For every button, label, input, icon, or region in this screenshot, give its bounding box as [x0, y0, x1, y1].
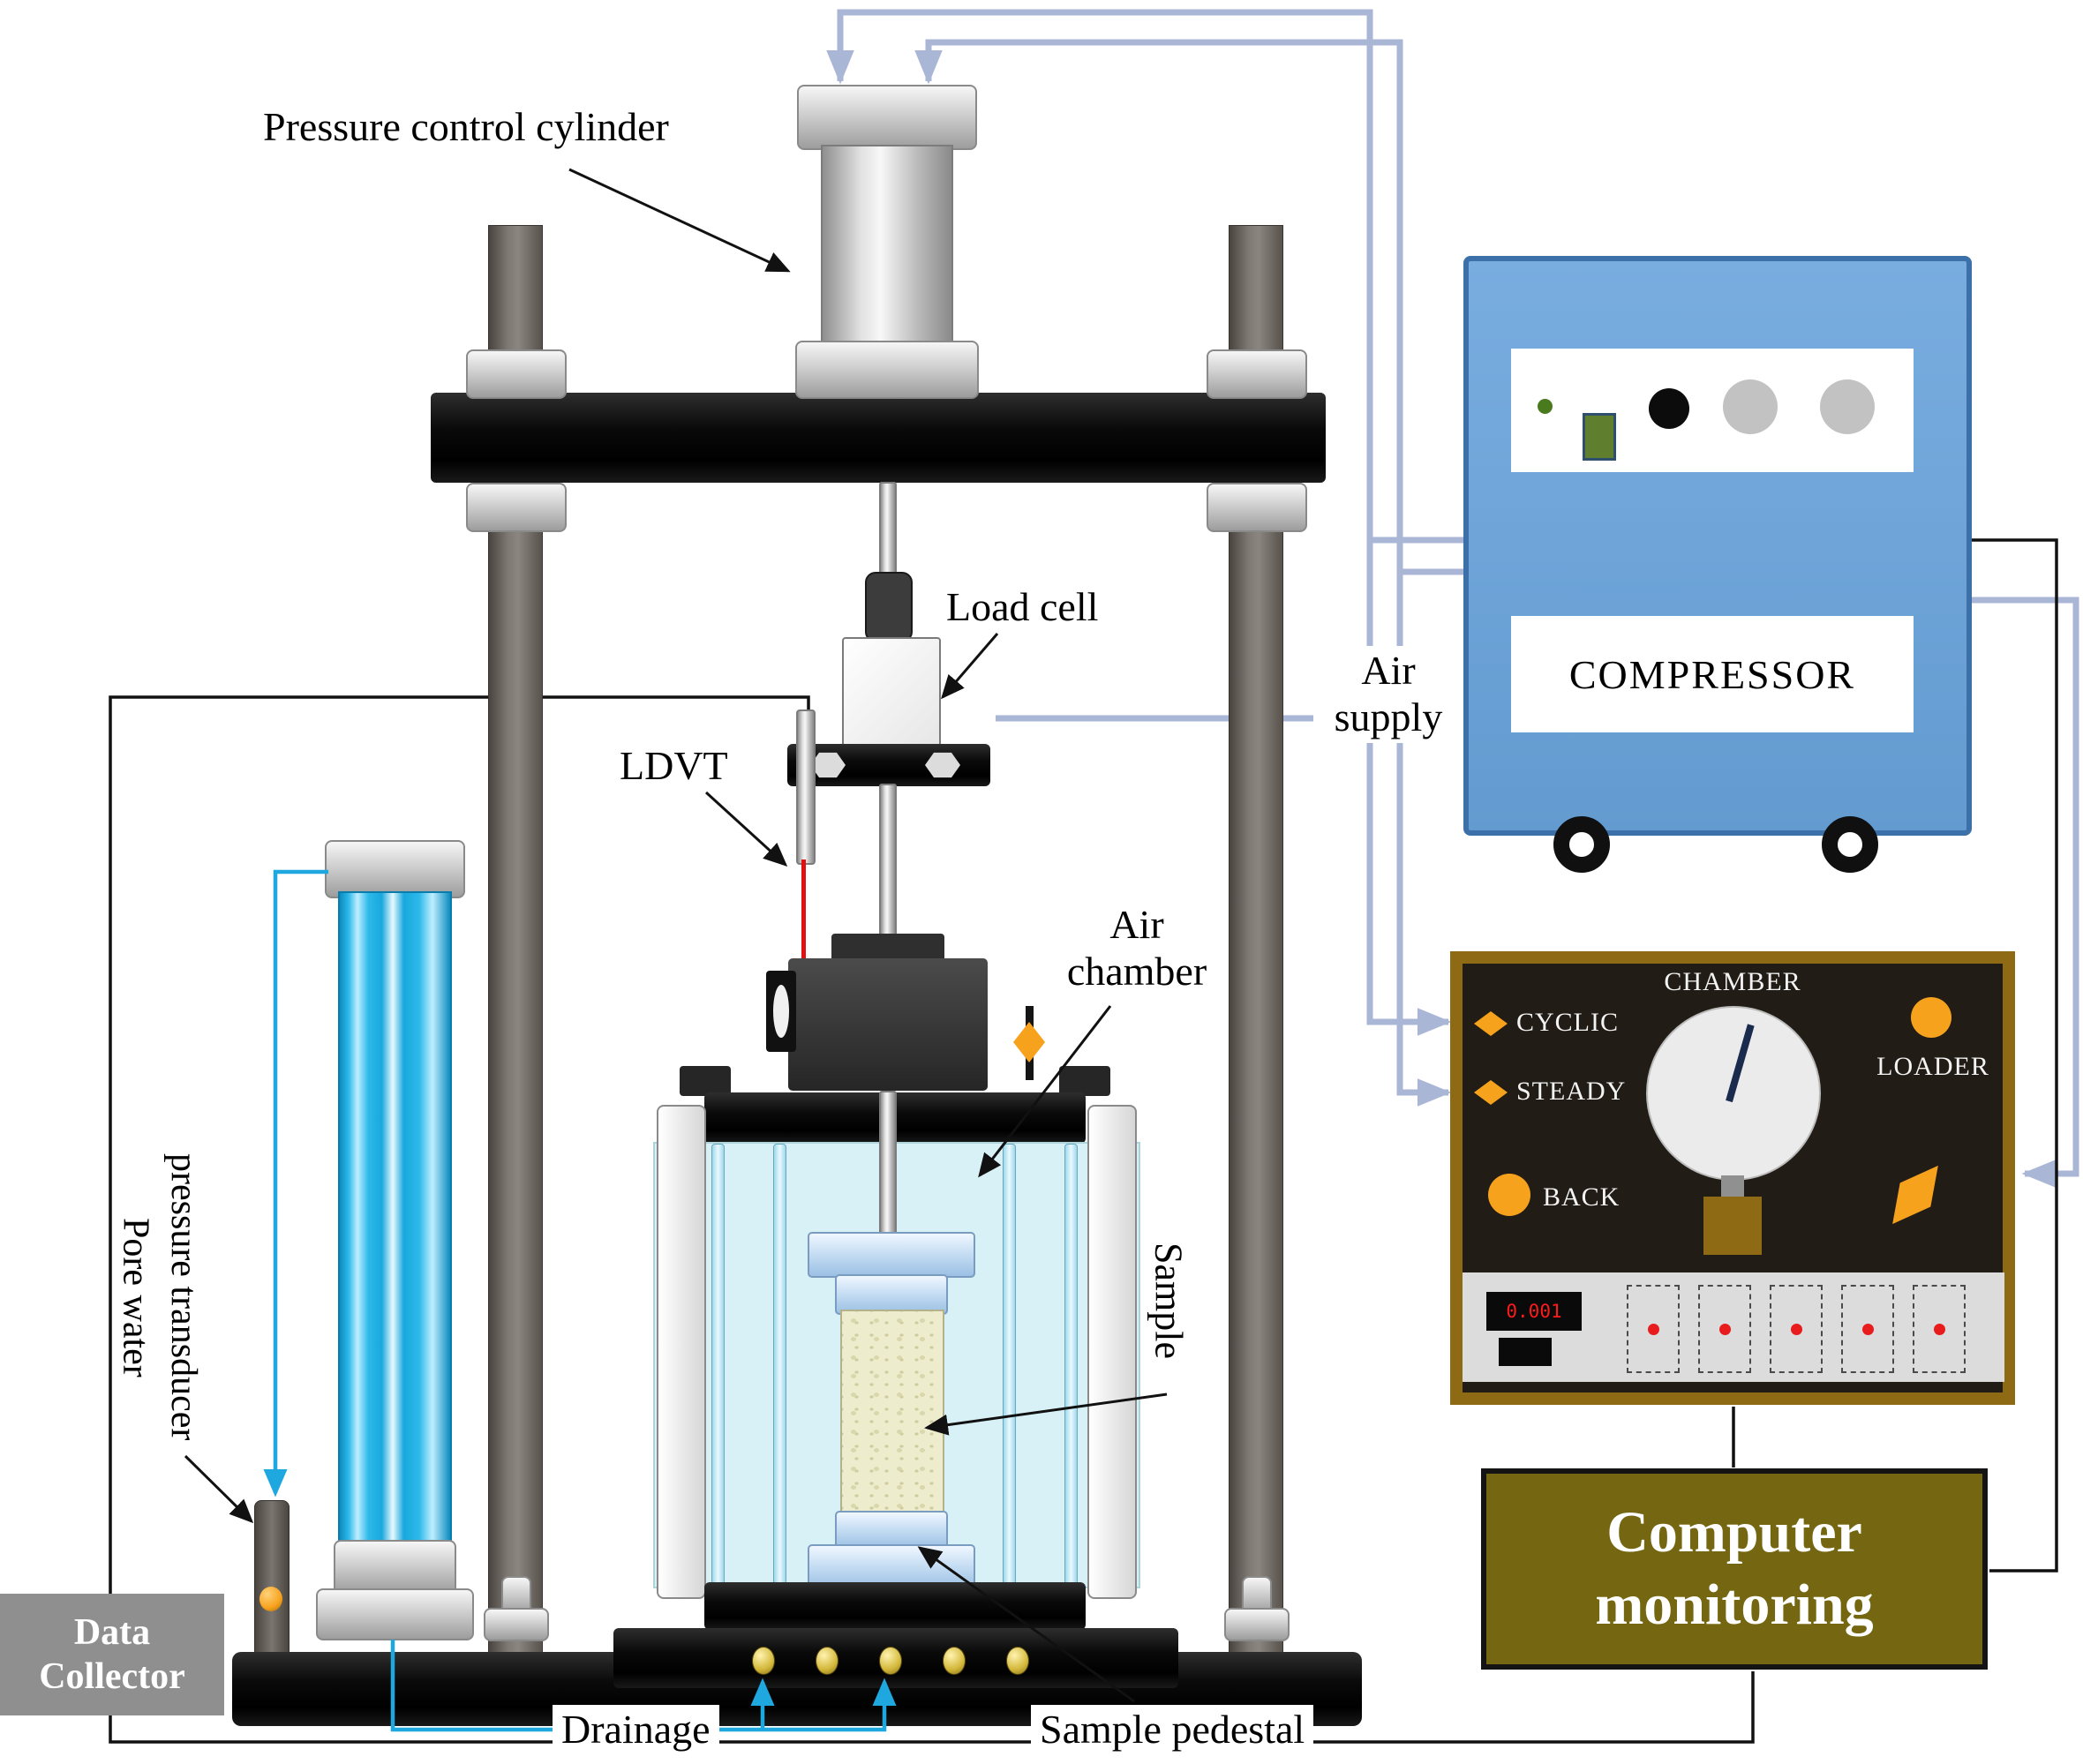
compressor-indicator-light [1538, 399, 1553, 414]
arrow-air-chamber [978, 1005, 1112, 1178]
compressor-black-knob[interactable] [1649, 388, 1689, 429]
channel-indicator-1 [1627, 1285, 1680, 1373]
air-line-to-panel-right [1961, 597, 2079, 1188]
crosshead-nut-left [810, 752, 846, 778]
sample-pedestal-label: Sample pedestal [1031, 1705, 1314, 1755]
arrow-pore-transducer [184, 1454, 254, 1524]
back-label: BACK [1543, 1182, 1621, 1212]
right-column-lower-collar [1207, 483, 1307, 532]
clamp-oval [773, 985, 789, 1038]
channel-led-4 [1861, 1323, 1874, 1335]
ldvt-stem [801, 859, 806, 969]
ldvt-body [796, 709, 816, 865]
arrow-load-cell [941, 633, 999, 700]
compressor-switch[interactable] [1583, 413, 1616, 461]
digital-display: 0.001 [1486, 1292, 1582, 1331]
chamber-pressure-gauge [1646, 1006, 1821, 1181]
compressor-gray-knob-2[interactable] [1820, 379, 1875, 434]
channel-led-1 [1647, 1323, 1659, 1335]
left-column-lower-collar [466, 483, 567, 532]
piston-step-plate [831, 934, 944, 962]
compressor-wheel-right [1822, 816, 1878, 873]
load-cell [842, 637, 941, 750]
soil-sample [840, 1310, 944, 1516]
data-collector-box: Data Collector [0, 1594, 224, 1715]
chamber-top-bolt-right [1059, 1066, 1110, 1096]
air-line-to-cylinder-inner [914, 39, 1467, 575]
pore-water-label: Pore water pressure transducer [115, 1153, 205, 1441]
pressure-cylinder-flange [795, 341, 979, 399]
arrow-pressure-cylinder [568, 168, 791, 273]
drain-port-2 [816, 1647, 838, 1675]
load-cell-label: Load cell [946, 584, 1099, 629]
sample-label: Sample [1147, 1242, 1191, 1359]
burette-base [316, 1588, 474, 1640]
right-column-upper-collar [1207, 349, 1307, 399]
gauge-stem [1721, 1175, 1744, 1200]
arrow-sample-pedestal [917, 1546, 1135, 1703]
ram-knob [865, 572, 913, 642]
loader-button[interactable] [1911, 997, 1951, 1038]
drainage-label: Drainage [553, 1705, 719, 1755]
channel-led-2 [1718, 1323, 1731, 1335]
data-collector-label: Data Collector [39, 1611, 185, 1697]
channel-indicator-3 [1770, 1285, 1823, 1373]
compressor-name: COMPRESSOR [1568, 651, 1856, 697]
steady-label: STEADY [1516, 1077, 1627, 1106]
display-sub-button[interactable] [1499, 1338, 1552, 1366]
drain-port-3 [879, 1647, 902, 1675]
channel-led-3 [1790, 1323, 1802, 1335]
transducer-port [259, 1587, 282, 1611]
compressor-wheel-left [1553, 816, 1610, 873]
compressor-nameplate: COMPRESSOR [1511, 616, 1914, 732]
chamber-post-left [657, 1105, 706, 1599]
digital-display-value: 0.001 [1506, 1301, 1562, 1322]
pore-water-burette [338, 891, 452, 1546]
sample-bottom-cap [835, 1511, 948, 1550]
right-base-clamp-bar [1224, 1608, 1290, 1641]
crossbeam [431, 393, 1326, 483]
air-line-to-panel-steady [1396, 572, 1452, 1107]
back-button[interactable] [1488, 1174, 1530, 1216]
pressure-control-cylinder-label: Pressure control cylinder [263, 104, 669, 149]
drain-port-1 [752, 1647, 775, 1675]
chamber-top-bolt-left [680, 1066, 731, 1096]
ldvt-label: LDVT [620, 743, 728, 788]
chamber-gauge-label: CHAMBER [1664, 967, 1801, 996]
compressor-gray-knob-1[interactable] [1723, 379, 1778, 434]
chamber-post-right [1087, 1105, 1137, 1599]
left-column-upper-collar [466, 349, 567, 399]
arrow-sample [924, 1392, 1168, 1436]
pressure-cylinder-top-cap [797, 85, 977, 150]
pressure-cylinder-body [821, 145, 953, 346]
computer-monitoring-line1: Computer [1606, 1499, 1862, 1565]
signal-line-compressor-computer [1961, 538, 2058, 1573]
pore-water-line [263, 869, 328, 1498]
pore-pressure-transducer [254, 1500, 290, 1674]
computer-monitoring-box: Computer monitoring [1481, 1468, 1988, 1670]
signal-line-sensors-collector [109, 695, 1755, 1744]
chamber-top-block [788, 958, 988, 1091]
channel-indicator-4 [1841, 1285, 1894, 1373]
loader-label: LOADER [1876, 1052, 1989, 1081]
gauge-base [1703, 1197, 1762, 1255]
air-supply-label: Air supply [1313, 646, 1463, 743]
cyclic-label: CYCLIC [1516, 1008, 1620, 1037]
computer-monitoring-line2: monitoring [1595, 1573, 1874, 1637]
air-chamber-label: Air chamber [1066, 902, 1207, 994]
channel-indicator-5 [1913, 1285, 1966, 1373]
drain-port-4 [943, 1647, 966, 1675]
drain-port-5 [1006, 1647, 1029, 1675]
channel-led-5 [1933, 1323, 1945, 1335]
channel-indicator-2 [1698, 1285, 1751, 1373]
left-base-clamp-bar [484, 1608, 549, 1641]
arrow-ldvt [704, 791, 788, 867]
